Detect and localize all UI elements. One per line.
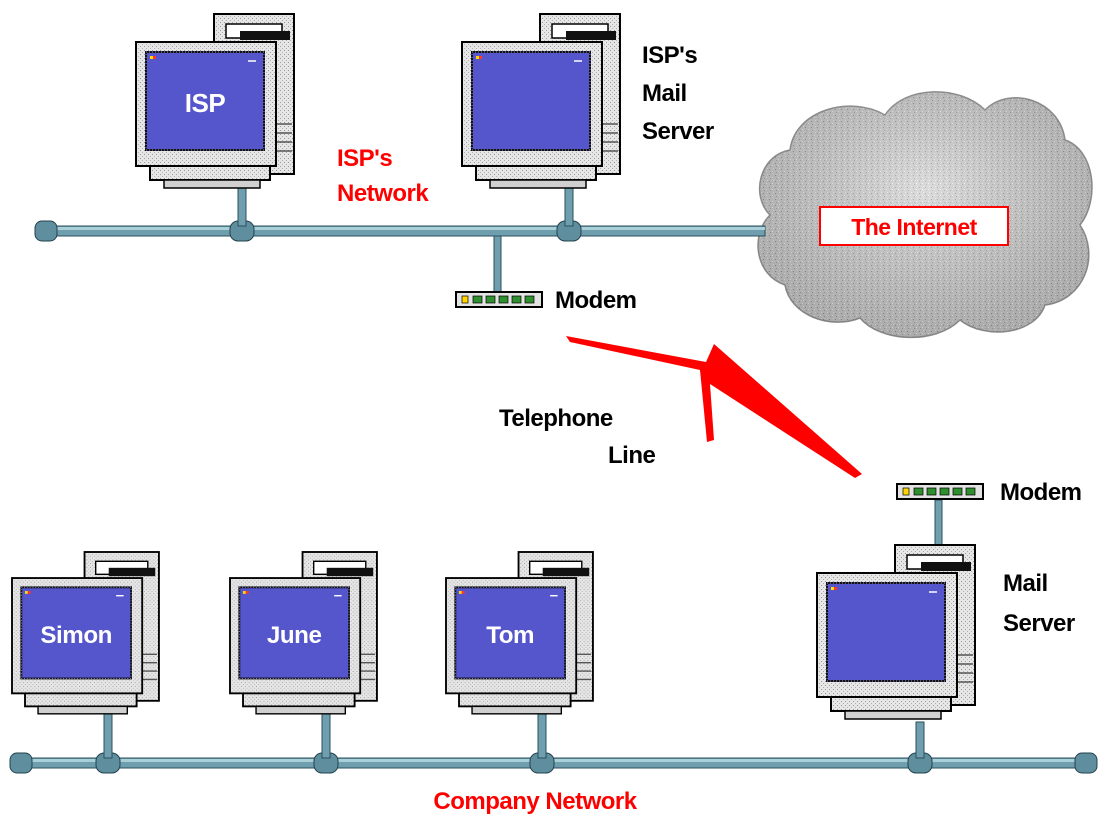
isp-mail-server-label-line: ISP's [642, 42, 697, 69]
lightning-line-icon [566, 336, 862, 478]
mail-server-computer [816, 544, 976, 720]
isp-modem-label: Modem [555, 287, 637, 314]
telephone-line-label: Telephone Line [499, 405, 655, 469]
simon-computer-label: Simon [40, 622, 112, 649]
tom-computer-label: Tom [486, 622, 534, 649]
computers: ISP Simon June Tom [11, 13, 976, 720]
isp-network-label-line: ISP's [337, 145, 392, 172]
mail-server-label-line: Mail [1003, 570, 1048, 597]
isp-mail-server-computer [461, 13, 621, 189]
simon-computer: Simon [11, 551, 160, 715]
computer-icon [229, 551, 378, 715]
isp-network-label-line: Network [337, 180, 429, 207]
computer-icon [445, 551, 594, 715]
company-modem-label: Modem [1000, 479, 1082, 506]
computer-icon [135, 13, 295, 189]
computer-icon [461, 13, 621, 189]
modem-icon [455, 291, 543, 308]
company-modem: Modem [896, 479, 1082, 506]
isp-mail-server-label-line: Server [642, 118, 714, 145]
isp-modem: Modem [455, 287, 637, 314]
internet-label-box [819, 206, 1009, 246]
isp-mail-server-label: ISP's Mail Server [642, 42, 714, 145]
mail-server-label-line: Server [1003, 610, 1075, 637]
internet-label: The Internet [851, 214, 977, 240]
june-computer: June [229, 551, 378, 715]
network-connector-icon [34, 220, 58, 242]
isp-mail-server-label-line: Mail [642, 80, 687, 107]
company-network-label: Company Network [433, 788, 637, 815]
telephone-line-label-line: Line [608, 442, 655, 469]
internet-cloud: The Internet [757, 91, 1093, 339]
modem-icon [896, 483, 984, 500]
network-connector-icon [9, 752, 33, 774]
computer-icon [816, 544, 976, 720]
telephone-line-label-line: Telephone [499, 405, 613, 432]
network-connector-icon [1074, 752, 1098, 774]
june-computer-label: June [267, 622, 322, 649]
isp-computer: ISP [135, 13, 295, 189]
mail-server-label: Mail Server [1003, 570, 1075, 637]
computer-icon [11, 551, 160, 715]
isp-network-label: ISP's Network [337, 145, 429, 207]
isp-computer-label: ISP [185, 88, 226, 118]
company-network-cable [9, 499, 1098, 774]
tom-computer: Tom [445, 551, 594, 715]
